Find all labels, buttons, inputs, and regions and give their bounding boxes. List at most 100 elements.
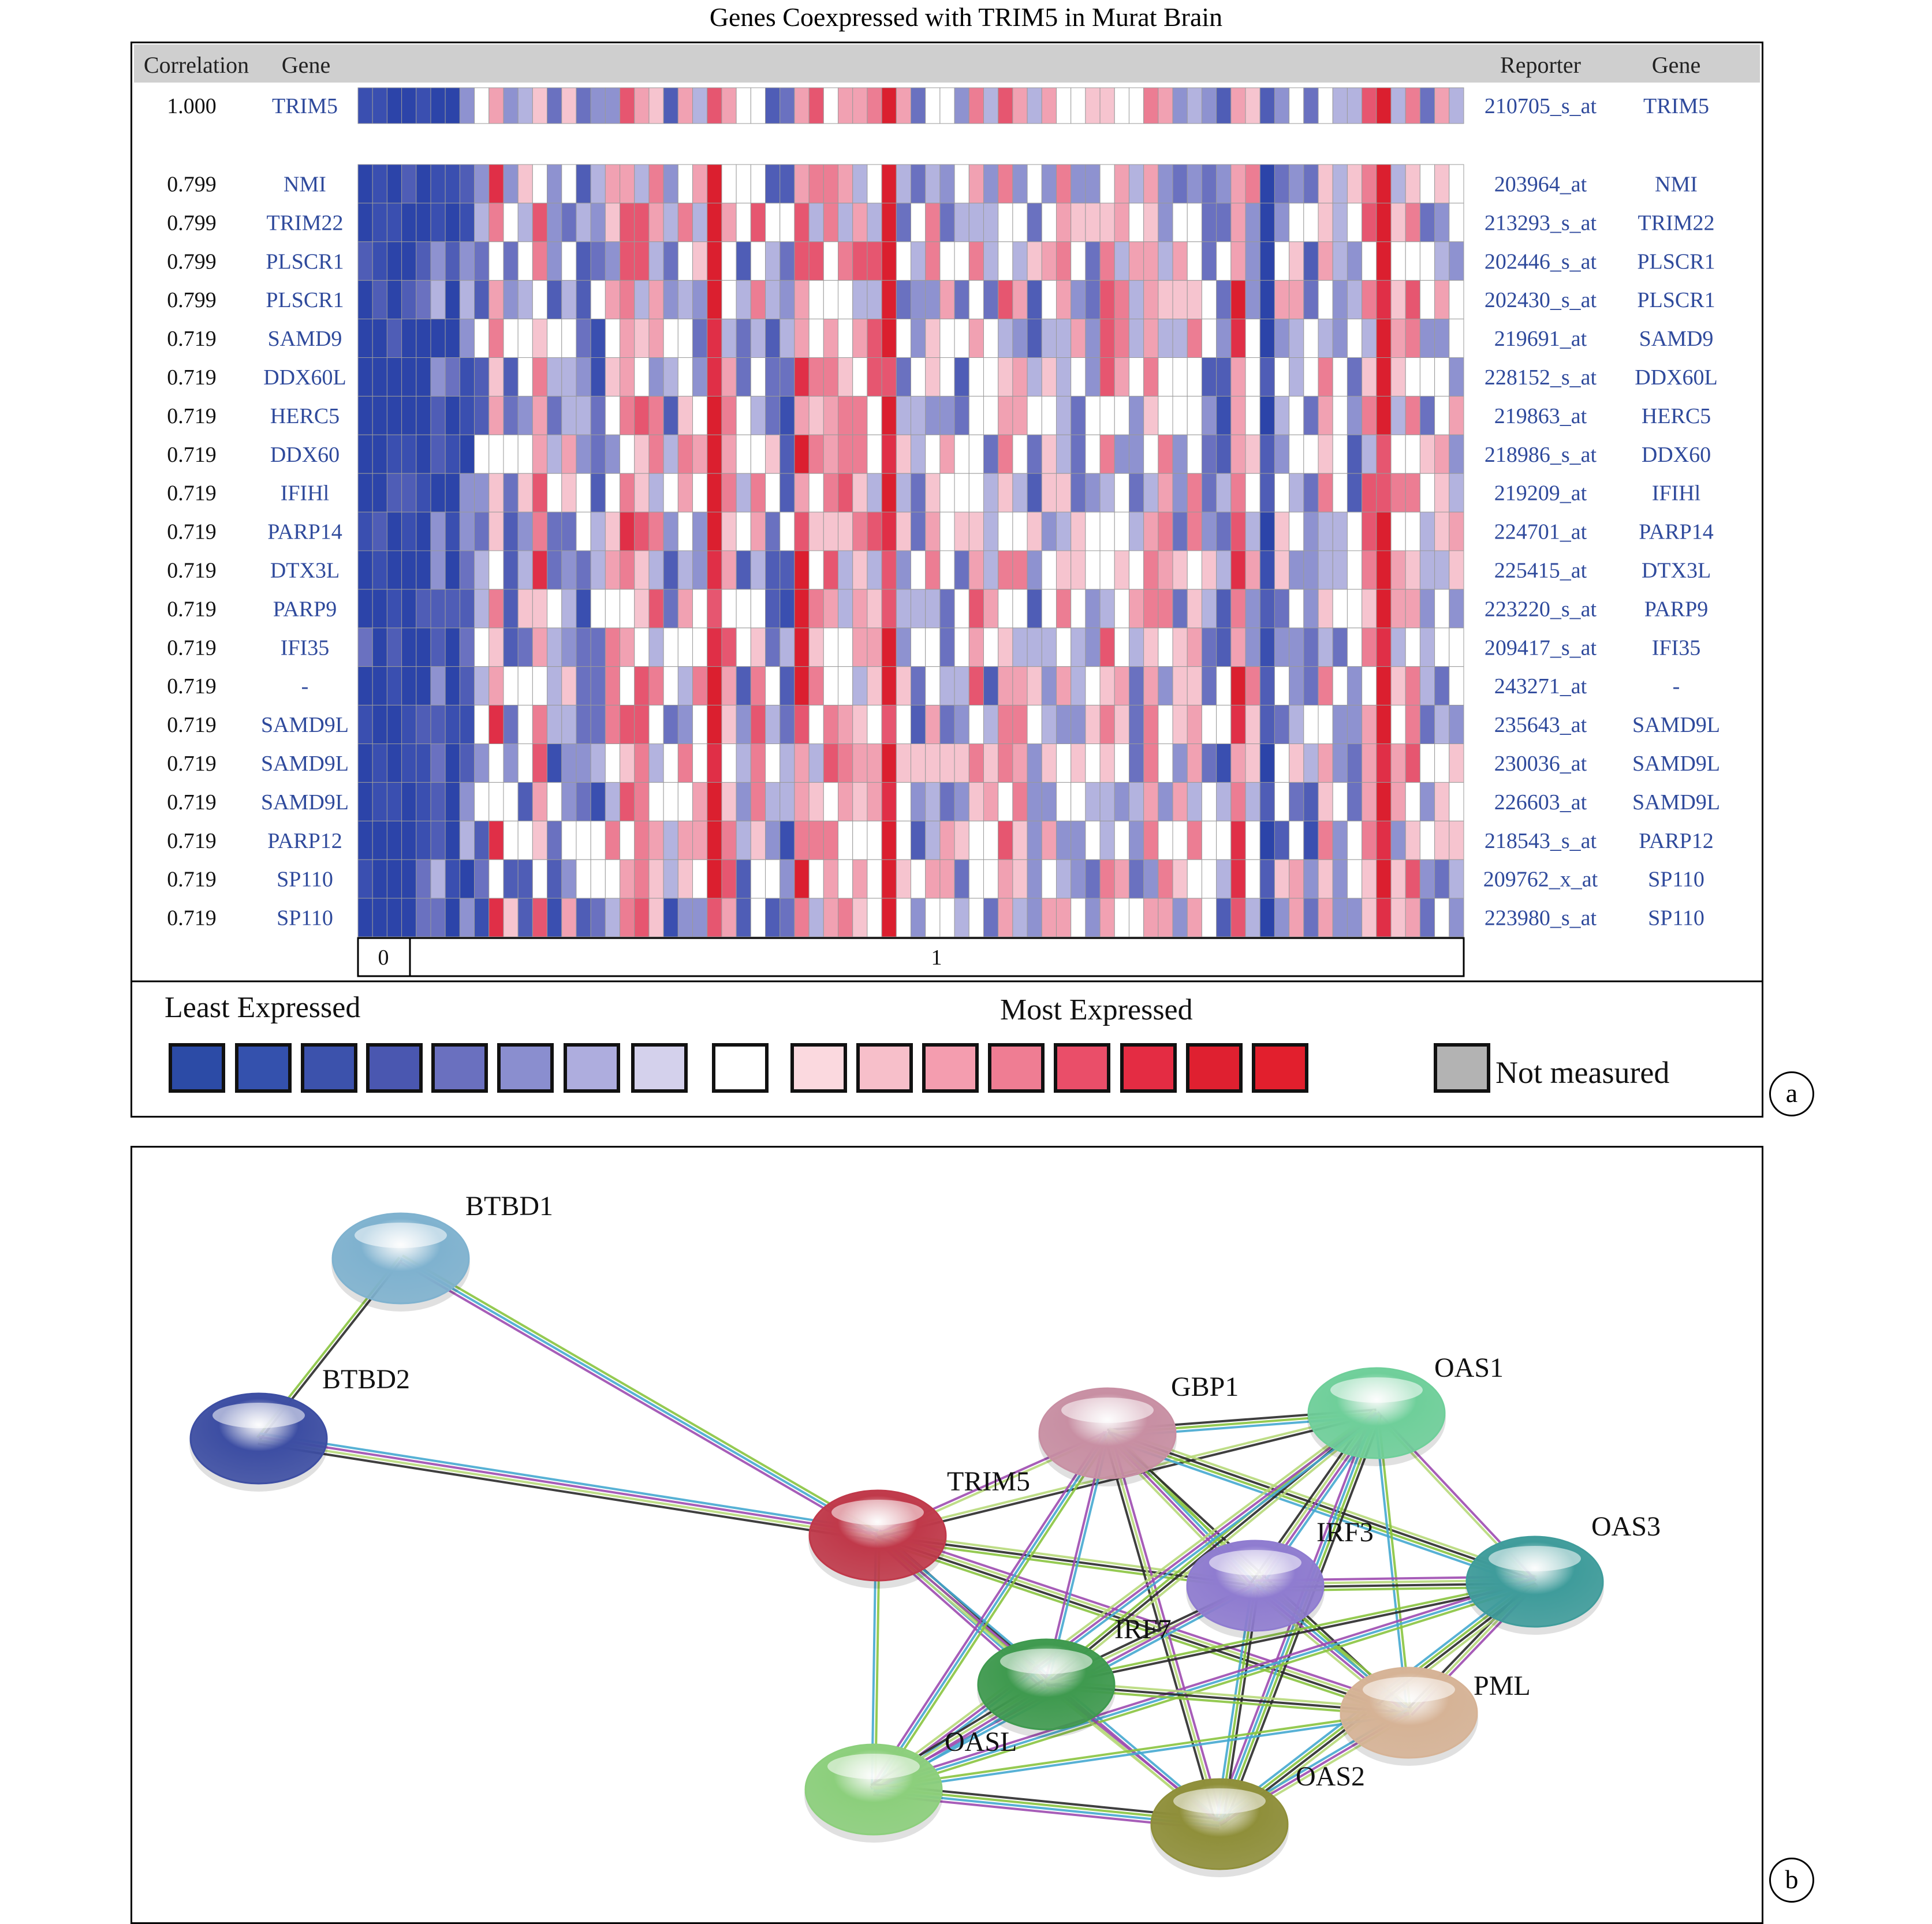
heatmap-cell bbox=[386, 589, 402, 629]
heatmap-cell bbox=[532, 395, 548, 435]
heatmap-cell bbox=[1274, 473, 1290, 513]
heatmap-cell bbox=[1245, 319, 1260, 358]
heatmap-cell bbox=[1376, 319, 1392, 358]
heatmap-cell bbox=[372, 473, 387, 513]
heatmap-cell bbox=[881, 319, 897, 358]
heatmap-cell bbox=[1449, 164, 1464, 204]
heatmap-cell bbox=[1390, 280, 1406, 320]
heatmap-cell bbox=[707, 357, 722, 397]
heatmap-cell bbox=[911, 319, 926, 358]
heatmap-cell bbox=[808, 164, 824, 204]
heatmap-cell bbox=[838, 87, 853, 124]
heatmap-cell bbox=[750, 627, 766, 667]
heatmap-cell bbox=[998, 241, 1013, 281]
heatmap-cell bbox=[881, 280, 897, 320]
heatmap-cell bbox=[1434, 395, 1450, 435]
heatmap-cell bbox=[1347, 627, 1363, 667]
heatmap-cell bbox=[808, 473, 824, 513]
heatmap-cell bbox=[517, 395, 533, 435]
heatmap-cell bbox=[620, 395, 635, 435]
heatmap-cell bbox=[445, 164, 460, 204]
heatmap-cell bbox=[663, 357, 678, 397]
heatmap-cell bbox=[1099, 589, 1115, 629]
row-gene: DDX60L bbox=[263, 365, 346, 390]
row-gene: PARP14 bbox=[267, 520, 342, 544]
heatmap-cell bbox=[925, 241, 941, 281]
heatmap-cell bbox=[750, 319, 766, 358]
heatmap-cell bbox=[1085, 589, 1101, 629]
heatmap-cell bbox=[561, 589, 577, 629]
row-correlation: 0.719 bbox=[167, 481, 217, 506]
heatmap-cell bbox=[1128, 280, 1144, 320]
heatmap-cell bbox=[1201, 87, 1217, 124]
row-gene-right: DDX60 bbox=[1642, 443, 1711, 467]
heatmap-cell bbox=[1041, 357, 1057, 397]
heatmap-cell bbox=[1114, 473, 1129, 513]
heatmap-cell bbox=[590, 550, 606, 590]
heatmap-cell bbox=[721, 434, 737, 474]
row-reporter: 228152_s_at bbox=[1485, 365, 1597, 390]
heatmap-cell bbox=[1449, 280, 1464, 320]
heatmap-cell bbox=[794, 280, 810, 320]
heatmap-cell bbox=[1347, 473, 1363, 513]
heatmap-cell bbox=[445, 589, 460, 629]
node-oas2: OAS2 bbox=[1150, 1761, 1365, 1877]
heatmap-cell bbox=[357, 473, 373, 513]
heatmap-cell bbox=[881, 87, 897, 124]
row-correlation: 0.799 bbox=[167, 211, 217, 235]
heatmap-cell bbox=[1318, 511, 1333, 551]
heatmap-cell bbox=[1041, 434, 1057, 474]
heatmap-cell bbox=[1172, 511, 1188, 551]
heatmap-cell bbox=[1187, 203, 1202, 242]
heatmap-cell bbox=[503, 87, 519, 124]
heatmap-cell bbox=[1230, 87, 1246, 124]
heatmap-cell bbox=[750, 241, 766, 281]
figure-title: Genes Coexpressed with TRIM5 in Murat Br… bbox=[709, 2, 1223, 32]
heatmap-cell bbox=[779, 550, 795, 590]
heatmap-cell bbox=[474, 164, 490, 204]
heatmap-cell bbox=[648, 241, 664, 281]
heatmap-cell bbox=[634, 87, 650, 124]
heatmap-cell bbox=[1347, 434, 1363, 474]
heatmap-cell bbox=[474, 550, 490, 590]
heatmap-cell bbox=[1362, 550, 1377, 590]
heatmap-cell bbox=[1289, 241, 1304, 281]
heatmap-cell bbox=[852, 434, 868, 474]
heatmap-cell bbox=[1259, 164, 1275, 204]
heatmap-cell bbox=[430, 589, 446, 629]
heatmap-cell bbox=[532, 550, 548, 590]
heatmap-cell bbox=[1143, 589, 1159, 629]
heatmap-cell bbox=[1187, 473, 1202, 513]
heatmap-cell bbox=[1172, 627, 1188, 667]
heatmap-cell bbox=[925, 395, 941, 435]
heatmap-cell bbox=[590, 357, 606, 397]
heatmap-cell bbox=[1099, 319, 1115, 358]
row-reporter: 219691_at bbox=[1494, 327, 1587, 351]
heatmap-cell bbox=[1274, 627, 1290, 667]
heatmap-cell bbox=[1449, 357, 1464, 397]
heatmap-cell bbox=[1143, 319, 1159, 358]
heatmap-cell bbox=[998, 550, 1013, 590]
heatmap-cell bbox=[430, 550, 446, 590]
heatmap-cell bbox=[1158, 357, 1173, 397]
heatmap-cell bbox=[605, 164, 621, 204]
heatmap-cell bbox=[1289, 319, 1304, 358]
heatmap-cell bbox=[736, 473, 751, 513]
heatmap-cell bbox=[1347, 241, 1363, 281]
heatmap-cell bbox=[590, 627, 606, 667]
row-correlation: 0.719 bbox=[167, 443, 217, 467]
heatmap-cell bbox=[1230, 280, 1246, 320]
heatmap-cell bbox=[1143, 164, 1159, 204]
heatmap-cell bbox=[1303, 395, 1319, 435]
heatmap-cell bbox=[1303, 473, 1319, 513]
heatmap-row bbox=[357, 241, 1464, 281]
heatmap-cell bbox=[401, 357, 417, 397]
heatmap-cell bbox=[765, 395, 781, 435]
heatmap-row bbox=[357, 280, 1464, 320]
heatmap-cell bbox=[1012, 511, 1028, 551]
heatmap-cell bbox=[721, 280, 737, 320]
heatmap-cell bbox=[1187, 627, 1202, 667]
panel-a-label: a bbox=[1769, 1071, 1814, 1116]
heatmap-cell bbox=[911, 589, 926, 629]
